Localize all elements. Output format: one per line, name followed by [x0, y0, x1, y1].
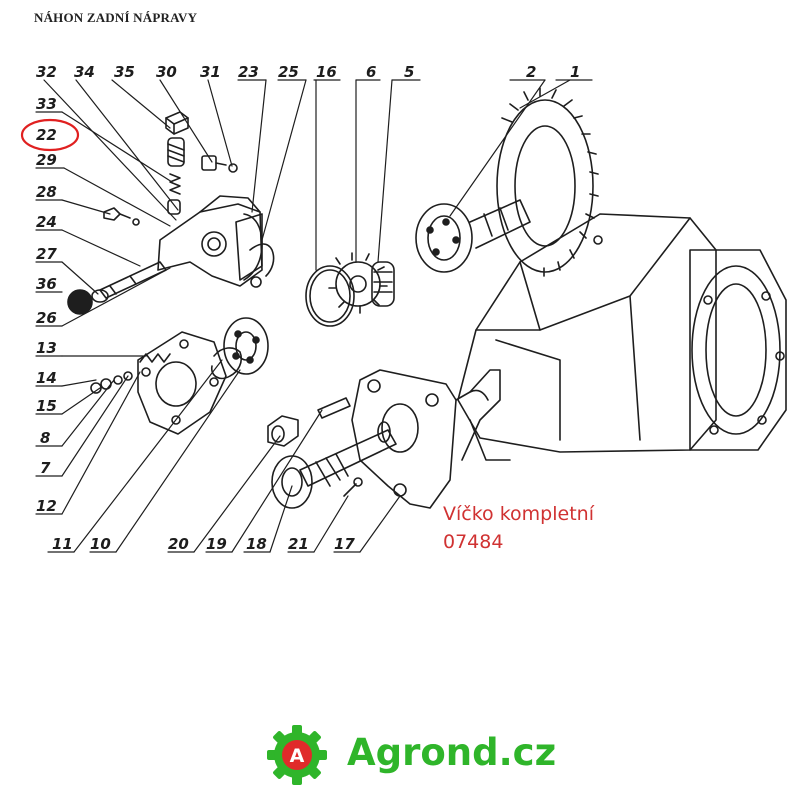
part-label: 11: [52, 535, 73, 553]
part-label: 24: [36, 213, 57, 231]
part-27-ring: [91, 289, 109, 303]
part-label: 22: [36, 126, 57, 144]
part-label: 26: [36, 309, 57, 327]
diagram-title: NÁHON ZADNÍ NÁPRAVY: [34, 10, 198, 25]
part-label: 2: [526, 63, 536, 81]
part-label: 12: [36, 497, 57, 515]
part-label: 6: [366, 63, 376, 81]
part-label: 17: [334, 535, 355, 553]
part-24-shaft: [99, 261, 167, 299]
part-label: 23: [238, 63, 259, 81]
part-17-cover-plate: [351, 369, 501, 509]
part-5-gear: [371, 261, 395, 307]
part-labels: 32 34 35 30 31 23 25 16 6 5 2 1 33 22 29…: [36, 63, 580, 553]
part-label: 30: [156, 63, 177, 81]
part-label: 13: [36, 339, 57, 357]
part-34-spring: [167, 137, 185, 167]
logo-letter: A: [290, 745, 305, 767]
shift-housing: [157, 195, 275, 288]
part-label: 29: [36, 151, 57, 169]
part-16-snap-ring: [305, 265, 355, 327]
cover-note-name: Víčko kompletní: [443, 503, 594, 525]
cover-note-code: 07484: [443, 531, 504, 553]
part-14-15-8-7-washers: [90, 371, 133, 394]
pin: [317, 397, 351, 419]
part-label: 14: [36, 369, 57, 387]
brand-name: Agrond.cz: [347, 731, 557, 774]
highlight-ring-22: [20, 118, 80, 152]
part-label: 10: [90, 535, 111, 553]
part-label: 18: [246, 535, 267, 553]
part-30-bolt: [201, 155, 238, 173]
part-18-shaft: [299, 421, 397, 487]
part-6-gear: [328, 252, 388, 314]
part-12-flange: [137, 331, 227, 435]
part-label: 16: [316, 63, 337, 81]
part-label: 5: [404, 63, 414, 81]
part-label: 33: [36, 95, 57, 113]
final-drive-housing: [457, 213, 787, 461]
part-label: 27: [36, 245, 57, 263]
part-20-sleeve: [267, 415, 299, 447]
part-19-bearing: [271, 455, 313, 509]
part-label: 7: [40, 459, 51, 477]
part-label: 1: [570, 63, 580, 81]
part-13-spring: [139, 353, 171, 363]
part-label: 19: [206, 535, 227, 553]
part-label: 32: [36, 63, 57, 81]
part-label: 15: [36, 397, 57, 415]
agrond-logo-icon: A: [267, 725, 327, 785]
cover-note: Víčko kompletní 07484: [443, 500, 594, 556]
part-35-nut: [165, 111, 189, 135]
part-21-screw: [343, 477, 363, 497]
part-11-gasket: [210, 347, 243, 380]
part-33-spring: [167, 173, 181, 215]
part-28-screw: [103, 207, 140, 226]
part-label: 8: [40, 429, 50, 447]
part-1-bevel-gear: [496, 87, 599, 277]
leader-lines: [35, 79, 593, 553]
part-label: 36: [36, 275, 57, 293]
part-label: 28: [36, 183, 57, 201]
part-10-bearing: [223, 317, 269, 375]
part-36-knob: [67, 289, 93, 315]
part-label: 25: [278, 63, 299, 81]
part-2-bearing: [415, 199, 531, 273]
part-label: 31: [200, 63, 221, 81]
part-label: 35: [114, 63, 135, 81]
part-label: 20: [168, 535, 189, 553]
part-label: 21: [288, 535, 309, 553]
part-label: 34: [74, 63, 95, 81]
